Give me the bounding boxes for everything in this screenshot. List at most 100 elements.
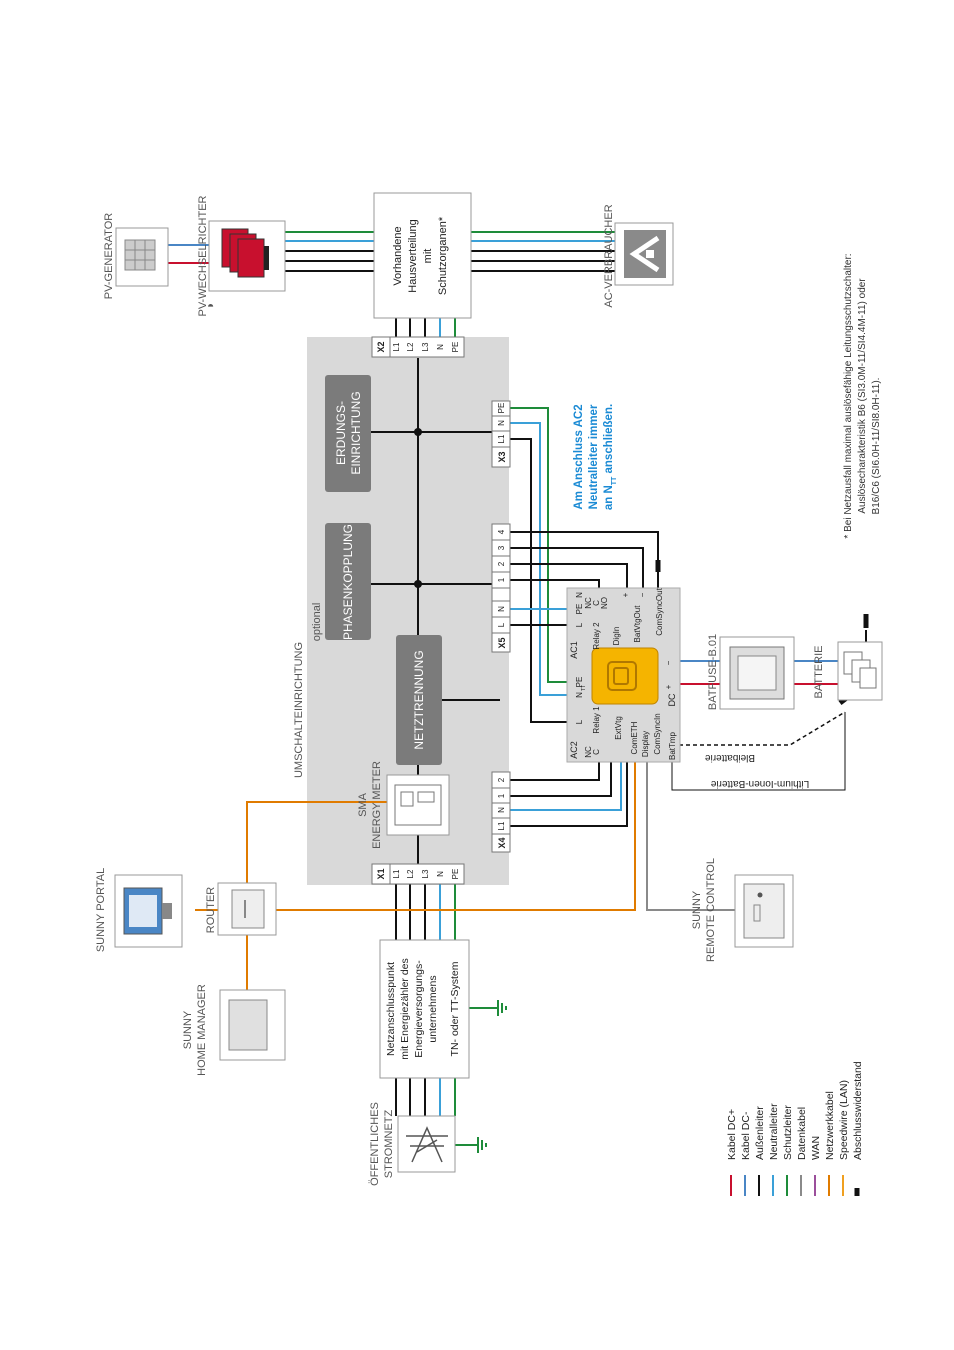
svg-text:Display: Display [641,731,650,757]
switch-device-label: UMSCHALTEINRICHTUNG [293,642,305,778]
energy-meter-label-2: ENERGY METER [371,761,383,849]
svg-text:* Bei Netzausfall maximal ausl: * Bei Netzausfall maximal auslösefähige … [843,253,854,538]
svg-text:Energieversorgungs-: Energieversorgungs- [413,960,425,1058]
pv-generator-label: PV-GENERATOR [103,213,115,299]
svg-text:NC: NC [584,746,593,758]
grid-wires [395,884,507,1153]
batfuse-icon [729,646,785,700]
legend-label: Datenkabel [796,1107,808,1160]
svg-text:L1: L1 [392,869,401,878]
energy-meter-label-1: SMA [357,792,369,817]
svg-text:mit Energiezähler des: mit Energiezähler des [399,958,411,1060]
inverter-labels: AC1 AC2 Relay 2 Relay 1 DigIn BatVtgOut … [569,587,677,760]
svg-text:−: − [638,592,647,597]
terminal-x4: X4 L1 N 1 2 [491,771,511,853]
svg-text:2: 2 [497,777,506,782]
svg-text:L: L [575,622,584,627]
ac-consumer-label: AC-VERBRAUCHER [603,204,615,307]
svg-text:N: N [497,420,506,426]
svg-text:Netzanschlusspunkt: Netzanschlusspunkt [385,962,397,1056]
home-manager-label-2: HOME MANAGER [196,984,208,1076]
pv-inverter-icon [221,228,269,278]
consumer-wires [471,231,615,272]
legend-label: Speedwire (LAN) [838,1080,850,1160]
grid-separation-module [396,635,442,765]
svg-text:Neutralleiter immer: Neutralleiter immer [588,404,600,509]
svg-text:X4: X4 [497,837,507,848]
pv-inverter-label: PV-WECHSELRICHTER [197,195,209,316]
grid-point-text: Netzanschlusspunkt mit Energiezähler des… [385,958,461,1060]
svg-text:+: + [664,684,673,689]
grid-separation-label: NETZTRENNUNG [412,650,426,749]
terminal-x5: X5 L N 1 2 3 4 [491,523,511,653]
top-bus-wires [395,318,456,338]
optional-label: optional [311,603,323,642]
svg-text:DC: DC [667,693,677,706]
energy-meter-box [386,774,450,836]
svg-text:ComSyncIn: ComSyncIn [653,713,662,754]
remote-data-cable [646,762,735,911]
x5-ac1-wires [510,531,661,626]
svg-text:N: N [497,606,506,612]
svg-text:Relay 2: Relay 2 [592,622,601,650]
svg-text:B16/C6 (SI6.0H-11/SI8.0H-11).: B16/C6 (SI6.0H-11/SI8.0H-11). [871,378,882,515]
legend-label: Kabel DC- [740,1111,752,1160]
public-grid-label-2: STROMNETZ [383,1110,395,1179]
svg-text:Vorhandene: Vorhandene [392,226,404,285]
power-tower-icon [406,1126,448,1163]
svg-text:PE: PE [575,677,584,688]
grounding-label-2: EINRICHTUNG [349,391,363,474]
svg-text:Auslösecharakteristik B6 (SI3.: Auslösecharakteristik B6 (SI3.0M-11/SI4.… [857,278,868,514]
svg-text:+: + [621,592,630,597]
svg-text:Hausverteilung: Hausverteilung [407,219,419,292]
router-label: ROUTER [205,887,217,934]
svg-text:L2: L2 [406,342,415,351]
x4-relay-wires [510,762,628,827]
svg-text:1: 1 [497,577,506,582]
grounding-module [325,375,371,492]
svg-text:N: N [436,871,445,877]
inverter-yellow-body [591,647,659,705]
svg-text:L1: L1 [497,434,506,443]
svg-text:Am Anschluss AC2: Am Anschluss AC2 [573,404,585,509]
svg-text:L: L [575,719,584,724]
svg-text:ExtVtg: ExtVtg [614,716,623,740]
svg-text:L2: L2 [406,869,415,878]
phase-coupling-module [325,523,371,640]
svg-text:AC2: AC2 [569,741,579,759]
svg-text:TN- oder TT-System: TN- oder TT-System [449,961,461,1056]
svg-text:AC1: AC1 [569,641,579,659]
svg-text:PE: PE [451,342,460,353]
remote-control-label-2: REMOTE CONTROL [705,858,717,962]
svg-text:NO: NO [600,597,609,609]
svg-text:Relay 1: Relay 1 [592,706,601,734]
svg-text:L1: L1 [497,821,506,830]
svg-text:L3: L3 [421,869,430,878]
svg-text:N: N [497,807,506,813]
svg-text:PE: PE [451,869,460,880]
svg-text:PE: PE [497,403,506,414]
home-manager-icon [228,999,268,1051]
distribution-text: Vorhandene Hausverteilung mit Schutzorga… [392,216,449,295]
legend-label: Netzwerkkabel [824,1091,836,1160]
portal-monitor-icon [123,887,172,935]
svg-text:C: C [592,749,601,755]
legend-label: Schutzleiter [782,1105,794,1160]
svg-text:Schutzorganen*: Schutzorganen* [437,216,449,295]
sunny-island [566,587,681,763]
svg-text:X5: X5 [497,637,507,648]
energy-meter-icon [394,784,442,826]
phase-coupling-label: PHASENKOPPLUNG [341,524,355,640]
svg-text:1: 1 [497,793,506,798]
terminal-x1: X1 L1 L2 L3 N PE [371,863,465,885]
svg-text:3: 3 [497,545,506,550]
svg-text:TT: TT [581,685,587,691]
distribution-box [373,192,472,319]
legend-label: Außenleiter [754,1106,766,1160]
pv-ac-wires [285,231,374,272]
solar-panel-icon [124,239,156,271]
batfuse-label: BATFUSE-B.01 [707,634,719,710]
lithium-battery-label: Lithium-Ionen-Batterie [710,778,809,789]
battery-label: BATTERIE [813,646,825,699]
